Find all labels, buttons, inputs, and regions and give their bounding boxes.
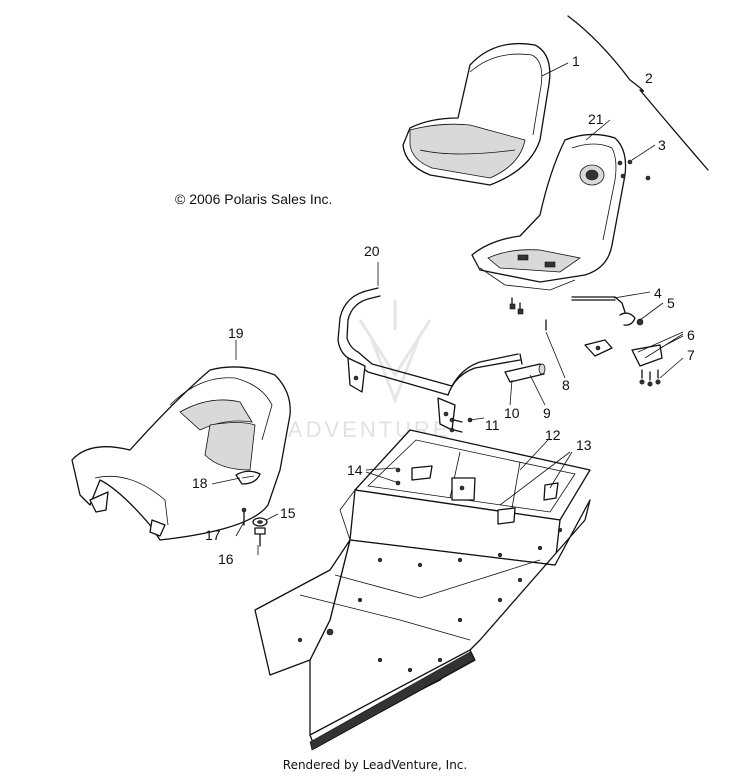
callout-9: 9 bbox=[543, 405, 551, 421]
chassis-tunnel bbox=[254, 489, 591, 751]
callout-11: 11 bbox=[485, 417, 500, 433]
part-9-tube bbox=[504, 363, 546, 383]
callout-6: 6 bbox=[687, 327, 695, 343]
part-8-studs bbox=[509, 297, 547, 331]
part-6-latch-bracket bbox=[584, 339, 663, 367]
part-3-screws bbox=[617, 159, 651, 181]
callout-3: 3 bbox=[658, 137, 666, 153]
callout-12: 12 bbox=[545, 427, 561, 443]
part-19-seat bbox=[71, 366, 291, 541]
callout-14: 14 bbox=[347, 462, 363, 478]
group-bracket-2 bbox=[567, 15, 709, 171]
callout-4: 4 bbox=[654, 285, 662, 301]
callout-1: 1 bbox=[572, 53, 580, 69]
part-13-bracket bbox=[497, 482, 559, 525]
part-16-bolt bbox=[254, 527, 266, 547]
callout-5: 5 bbox=[667, 295, 675, 311]
callout-21: 21 bbox=[588, 111, 604, 127]
part-1-backrest-cushion bbox=[402, 42, 551, 186]
callout-17: 17 bbox=[205, 527, 221, 543]
callout-19: 19 bbox=[228, 325, 244, 341]
part-20-grab-bar bbox=[337, 287, 521, 431]
part-10-insert bbox=[519, 353, 523, 365]
part-17-pin bbox=[241, 507, 247, 526]
callout-16: 16 bbox=[218, 551, 234, 567]
part-4-latch-rod bbox=[571, 296, 626, 313]
callout-7: 7 bbox=[687, 347, 695, 363]
callout-2: 2 bbox=[645, 70, 653, 86]
callout-15: 15 bbox=[280, 505, 296, 521]
callout-labels: 1 2 3 4 5 6 7 8 9 10 11 12 13 14 15 16 1… bbox=[192, 53, 695, 567]
part-15-washer bbox=[252, 517, 268, 527]
part-14-clips bbox=[395, 465, 433, 486]
part-7-bolts bbox=[639, 369, 661, 387]
callout-8: 8 bbox=[562, 377, 570, 393]
render-credit-footer: Rendered by LeadVenture, Inc. bbox=[282, 758, 468, 772]
callout-13: 13 bbox=[576, 437, 592, 453]
leader-lines bbox=[211, 62, 684, 555]
callout-10: 10 bbox=[504, 405, 520, 421]
copyright-notice: © 2006 Polaris Sales Inc. bbox=[175, 191, 333, 207]
callout-20: 20 bbox=[364, 243, 380, 259]
part-21-seat-shell bbox=[471, 133, 627, 291]
callout-18: 18 bbox=[192, 475, 208, 491]
part-11-bolts bbox=[449, 417, 473, 433]
part-5-latch-clip bbox=[619, 312, 644, 326]
part-18-seat-latch bbox=[235, 470, 261, 485]
